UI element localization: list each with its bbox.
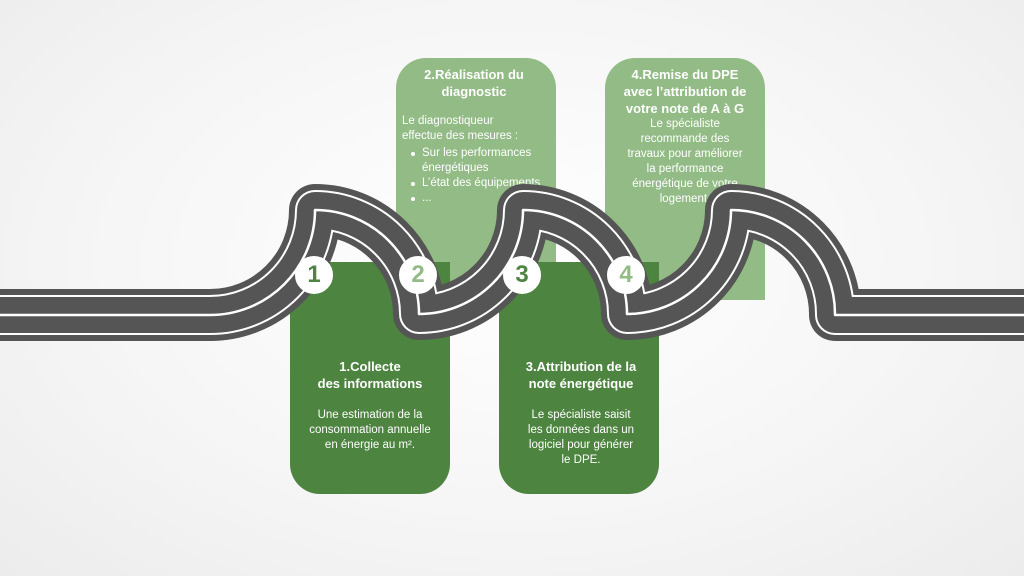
step-1-title-line-1: 1.Collecte (339, 359, 401, 374)
step-2-title: 2.Réalisation du diagnostic (402, 66, 546, 100)
step-3-title: 3.Attribution de la note énergétique (513, 358, 649, 392)
step-1-number-badge: 1 (295, 256, 333, 294)
step-2-body: Le diagnostiqueur effectue des mesures : (402, 115, 519, 142)
bullet-item: ... (402, 191, 546, 206)
step-3-title-line-1: 3.Attribution de la (525, 359, 637, 374)
step-2-title-line-1: 2.Réalisation du (424, 67, 524, 82)
step-4-title-line-1: 4.Remise du DPE (631, 67, 739, 82)
step-4-title-line-3: votre note de A à G (625, 101, 745, 116)
step-2-card: 2.Réalisation du diagnostic Le diagnosti… (396, 58, 556, 300)
step-1-body: Une estimation de la consommation annuel… (309, 409, 431, 451)
step-4-number-badge: 4 (607, 256, 645, 294)
step-3-body: Le spécialiste saisit les données dans u… (527, 409, 635, 466)
step-4-body: Le spécialiste recommande des travaux po… (627, 118, 743, 205)
bullet-item: Sur les performances énergétiques (402, 146, 546, 176)
step-2-number-badge: 2 (399, 256, 437, 294)
step-3-title-line-2: note énergétique (528, 376, 634, 391)
road-center-line (0, 208, 1024, 317)
step-1-title-line-2: des informations (317, 376, 423, 391)
step-4-title-line-2: avec l’attribution de (623, 84, 747, 99)
step-1-title: 1.Collecte des informations (302, 358, 438, 392)
step-2-bullets: Sur les performances énergétiques L’état… (402, 146, 546, 206)
step-2-title-line-2: diagnostic (441, 84, 507, 99)
bullet-item: L’état des équipements (402, 176, 546, 191)
step-4-title: 4.Remise du DPE avec l’attribution de vo… (613, 66, 757, 117)
step-3-number-badge: 3 (503, 256, 541, 294)
